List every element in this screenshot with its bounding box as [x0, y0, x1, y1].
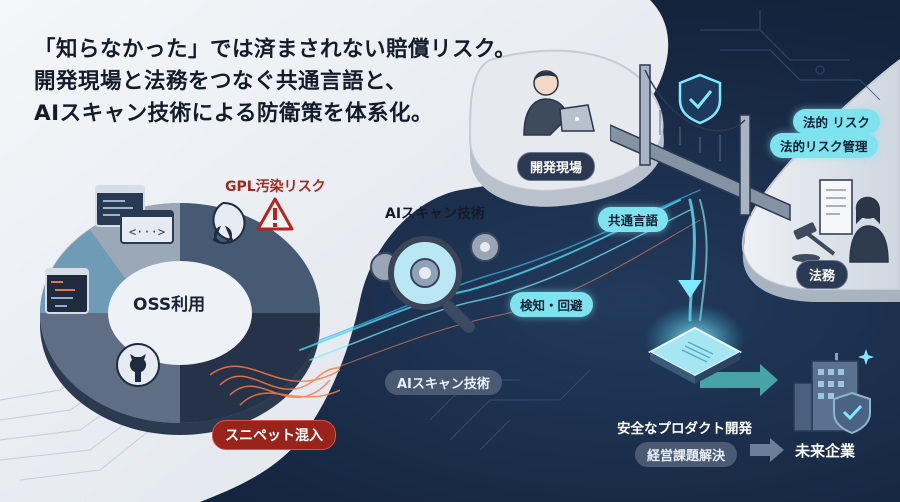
legal-risk-badge: 法的 リスク	[793, 109, 880, 134]
safe-product-dev-label: 安全なプロダクト開発	[617, 421, 752, 437]
oss-usage-label: OSS利用	[133, 295, 206, 315]
svg-text:<···>: <···>	[129, 225, 165, 239]
github-icon	[116, 343, 160, 387]
management-issue-badge: 経営課題解決	[635, 442, 738, 467]
code-window-icon	[45, 268, 89, 314]
headline-line-2: 開発現場と法務をつなぐ共通言語と、	[34, 69, 408, 94]
code-snippet-icon: <···>	[120, 210, 174, 244]
dev-site-label: 開発現場	[517, 152, 596, 181]
legal-department-label: 法務	[796, 260, 849, 289]
gpl-risk-label: GPL汚染リスク	[225, 179, 326, 195]
legal-risk-management-badge: 法的リスク管理	[770, 133, 878, 158]
snippet-contamination-badge: スニペット混入	[212, 420, 336, 450]
ai-scan-badge: AIスキャン技術	[385, 370, 502, 395]
headline-line-3: AIスキャン技術による防衛策を体系化。	[34, 101, 433, 126]
common-language-badge: 共通言語	[598, 207, 669, 232]
magnifier-gear-icon	[370, 232, 500, 333]
warning-icon	[256, 197, 294, 231]
future-company-label: 未来企業	[795, 442, 856, 460]
open-source-icon	[212, 201, 246, 244]
developer-person-icon	[523, 70, 595, 136]
headline: 「知らなかった」では済まされない賠償リスク。 開発現場と法務をつなぐ共通言語と、…	[34, 34, 516, 130]
secure-product-chip-icon	[645, 304, 745, 384]
ai-scan-title: AIスキャン技術	[385, 206, 486, 222]
headline-line-1: 「知らなかった」では済まされない賠償リスク。	[34, 37, 517, 62]
legal-person-icon	[792, 179, 889, 263]
company-building-icon	[793, 349, 874, 435]
bridge-icon	[610, 64, 791, 222]
detect-avoid-badge: 検知・回避	[510, 292, 593, 317]
